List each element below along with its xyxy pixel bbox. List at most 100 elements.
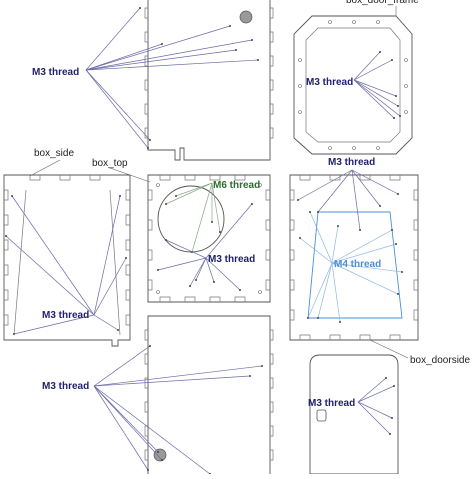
leader-line (93, 385, 159, 453)
leader-line (297, 169, 353, 201)
leader-dot (391, 59, 393, 61)
leader-dot (391, 417, 393, 419)
leader-dot (189, 285, 191, 287)
label-m3-box-top: M3 thread (208, 254, 255, 265)
leader-line (309, 211, 333, 264)
leader-lines (5, 6, 409, 475)
leader-dot (393, 385, 395, 387)
leader-line (85, 69, 151, 141)
label-box-top: box_top (92, 158, 128, 169)
leader-line (11, 195, 95, 316)
leader-dot (299, 237, 301, 239)
leader-line (93, 257, 127, 316)
leader-dot (397, 293, 399, 295)
label-m3-box-side: M3 thread (42, 310, 89, 321)
label-m3-doorside: M3 thread (308, 398, 355, 409)
leader-line (93, 385, 149, 471)
leader-dot (397, 193, 399, 195)
leader-dot (337, 225, 339, 227)
leader-line (351, 169, 399, 195)
leader-dot (391, 229, 393, 231)
leader-dot (379, 205, 381, 207)
leader-dot (157, 451, 159, 453)
leader-line (5, 235, 95, 316)
panel-box-door-frame (293, 15, 413, 155)
leader-line (85, 49, 237, 71)
leader-dot (257, 59, 259, 61)
leader-line (205, 257, 241, 291)
leader-line (353, 59, 393, 81)
leader-dot (399, 115, 401, 117)
leader-line (357, 385, 395, 403)
leader-dot (395, 95, 397, 97)
leader-line (189, 257, 207, 287)
leader-dot (147, 469, 149, 471)
leader-dot (251, 203, 253, 205)
leader-dot (149, 139, 151, 141)
leader-line (211, 182, 221, 233)
label-box-doorside: box_doorside (410, 355, 470, 366)
latch-slot (316, 409, 327, 422)
leader-line (191, 182, 213, 253)
leader-line (331, 262, 399, 295)
leader-line (165, 239, 207, 259)
label-box-door-frame: box_door_frame (346, 0, 419, 6)
leader-line (357, 401, 393, 419)
part-label-leader (29, 159, 61, 177)
leader-dot (125, 257, 127, 259)
leader-dot (261, 365, 263, 367)
leader-line (317, 262, 333, 319)
leader-line (157, 257, 207, 271)
leader-dot (379, 51, 381, 53)
panel-box-side (3, 174, 131, 347)
leader-dot (157, 269, 159, 271)
leader-dot (161, 459, 163, 461)
leader-dot (317, 211, 319, 213)
leader-line (93, 195, 121, 316)
leader-line (85, 43, 163, 71)
leader-line (205, 257, 215, 283)
leader-dot (249, 375, 251, 377)
leader-line (93, 375, 251, 387)
leader-dot (385, 377, 387, 379)
label-m3-bottom-left: M3 thread (42, 381, 89, 392)
leader-dot (401, 271, 403, 273)
hole-icon (239, 10, 253, 24)
leader-dot (165, 239, 167, 241)
leader-dot (359, 229, 361, 231)
leader-line (165, 182, 213, 205)
leader-dot (5, 235, 7, 237)
label-m6: M6 thread (213, 180, 260, 191)
leader-dot (161, 43, 163, 45)
leader-line (331, 262, 403, 273)
leader-line (331, 225, 339, 264)
leader-line (331, 262, 341, 323)
leader-line (317, 169, 353, 213)
panel-right-middle (289, 174, 419, 341)
leader-line (357, 377, 387, 403)
leader-line (331, 229, 393, 264)
leader-dot (395, 243, 397, 245)
leader-dot (175, 195, 177, 197)
leader-line (175, 182, 213, 197)
leader-dot (317, 317, 319, 319)
leader-line (331, 243, 397, 264)
leader-dot (149, 345, 151, 347)
leader-line (93, 314, 119, 331)
panel-top-middle (144, 0, 274, 161)
part-label-leader (109, 167, 151, 183)
leader-dot (239, 289, 241, 291)
leader-dot (11, 195, 13, 197)
label-m3-top-left: M3 thread (32, 67, 79, 78)
leader-dot (235, 49, 237, 51)
leader-dot (219, 231, 221, 233)
leader-line (357, 401, 391, 435)
leader-dot (147, 147, 149, 149)
part-label-leader (369, 339, 409, 359)
label-m4: M4 thread (334, 259, 381, 270)
label-m3-right-middle: M3 thread (328, 157, 375, 168)
panel-box-top (147, 174, 271, 303)
leader-dot (117, 329, 119, 331)
label-box-side: box_side (34, 148, 74, 159)
